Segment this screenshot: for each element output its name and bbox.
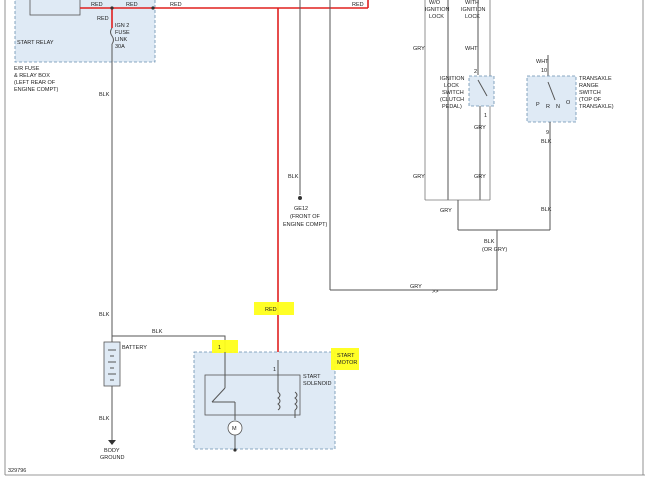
fuse-label-4: 30A [115, 44, 125, 50]
er-box-label-1: E/R FUSE [14, 66, 40, 72]
hold-coil [294, 391, 298, 411]
fuse-label-1: IGN 2 [115, 23, 129, 29]
gry-label-3: GRY [413, 174, 425, 180]
red-label-4: RED [352, 2, 364, 8]
ge12-label-3: ENGINE COMPT) [283, 222, 327, 228]
start-motor-label-2: MOTOR [337, 360, 357, 366]
trs-label-4: (TOP OF [579, 97, 602, 103]
trs-gear-p: P [536, 102, 540, 108]
blk-label-7: BLK [541, 207, 552, 213]
fuse-label-3: LINK [115, 37, 128, 43]
red-label-1: RED [91, 2, 103, 8]
start-solenoid-label-2: SOLENOID [303, 381, 331, 387]
solenoid-coil [277, 391, 281, 411]
start-solenoid-label-1: START [303, 374, 321, 380]
splice-fuse [110, 6, 114, 10]
ils-switch-contact [477, 79, 488, 97]
splice-box-edge [151, 6, 155, 10]
with-label-2: IGNITION [461, 7, 485, 13]
red-label-6: RED [265, 307, 277, 313]
ils-label-3: SWITCH [442, 90, 464, 96]
solenoid-pin-1: 1 [273, 367, 276, 373]
blk-or-gry-label-1: BLK [484, 239, 495, 245]
start-motor-pin-1: 1 [218, 345, 221, 351]
ils-label-2: LOCK [444, 83, 459, 89]
battery-body [103, 341, 121, 387]
trs-gear-r: R [546, 104, 550, 110]
blk-label-5: BLK [288, 174, 299, 180]
ils-label-4: (CLUTCH [440, 97, 464, 103]
blk-label-6: BLK [541, 139, 552, 145]
motor-m-label: M [232, 426, 237, 432]
trs-label-1: TRANSAXLE [579, 76, 612, 82]
start-motor-label-highlight [331, 348, 359, 370]
trs-label-5: TRANSAXLE) [579, 104, 614, 110]
er-fuse-relay-box [14, 0, 156, 63]
trs-label-2: RANGE [579, 83, 599, 89]
trs-gear-o: O [566, 100, 571, 106]
ils-label-1: IGNITION [440, 76, 464, 82]
ge12-ground-symbol [298, 196, 302, 200]
figure-id: 329796 [8, 468, 26, 474]
trs-pin-9: 9 [546, 130, 549, 136]
red-wire-highlight [254, 302, 294, 315]
trs-pin-10: 10 [541, 68, 547, 74]
ils-pin-1: 1 [484, 113, 487, 119]
trs-label-3: SWITCH [579, 90, 601, 96]
ge12-label-2: (FRONT OF [290, 214, 320, 220]
red-label-3: RED [170, 2, 182, 8]
gry-label-5: GRY [440, 208, 452, 214]
blk-label-2: BLK [99, 312, 110, 318]
wht-label-2: WHT [536, 59, 549, 65]
ils-pin-2: 2 [474, 69, 477, 75]
red-label-2: RED [126, 2, 138, 8]
solenoid-contact [211, 387, 226, 403]
blk-label-1: BLK [99, 92, 110, 98]
body-ground-symbol [108, 440, 116, 445]
start-motor-label-1: START [337, 353, 355, 359]
motor-ground-node [233, 448, 237, 452]
red-label-5: RED [97, 16, 109, 22]
with-label-3: LOCK [465, 14, 480, 20]
wo-label-2: IGNITION [425, 7, 449, 13]
gry-label-4: GRY [474, 174, 486, 180]
wo-label-3: LOCK [429, 14, 444, 20]
start-motor-terminal-highlight [212, 340, 238, 353]
wo-label-1: W/O [429, 0, 441, 6]
start-motor-box [193, 351, 336, 450]
battery-label: BATTERY [122, 345, 147, 351]
blk-or-gry-label-2: (OR GRY) [482, 247, 507, 253]
blk-label-4: BLK [152, 329, 163, 335]
fuse-label-2: FUSE [115, 30, 130, 36]
trs-switch-contact [547, 81, 556, 101]
fuse-link-symbol [110, 27, 114, 45]
connector-break-symbol: >> [432, 289, 438, 295]
gry-label-6: GRY [410, 284, 422, 290]
start-relay-label: START RELAY [17, 40, 54, 46]
transaxle-range-switch [526, 75, 577, 123]
body-ground-label-1: BODY [104, 448, 120, 454]
trs-gear-n: N [556, 104, 560, 110]
start-relay-body [29, 0, 81, 16]
ils-label-5: PEDAL) [442, 104, 462, 110]
er-box-label-2: & RELAY BOX [14, 73, 50, 79]
er-box-label-3: (LEFT REAR OF [14, 80, 56, 86]
blk-label-3: BLK [99, 416, 110, 422]
wht-label-1: WHT [465, 46, 478, 52]
er-box-label-4: ENGINE COMPT) [14, 87, 58, 93]
with-label-1: WITH [465, 0, 479, 6]
body-ground-label-2: GROUND [100, 455, 124, 461]
gry-label-1: GRY [413, 46, 425, 52]
start-solenoid-housing [204, 374, 301, 416]
ge12-label-1: GE12 [294, 206, 308, 212]
gry-label-2: GRY [474, 125, 486, 131]
ignition-lock-switch [468, 75, 495, 107]
